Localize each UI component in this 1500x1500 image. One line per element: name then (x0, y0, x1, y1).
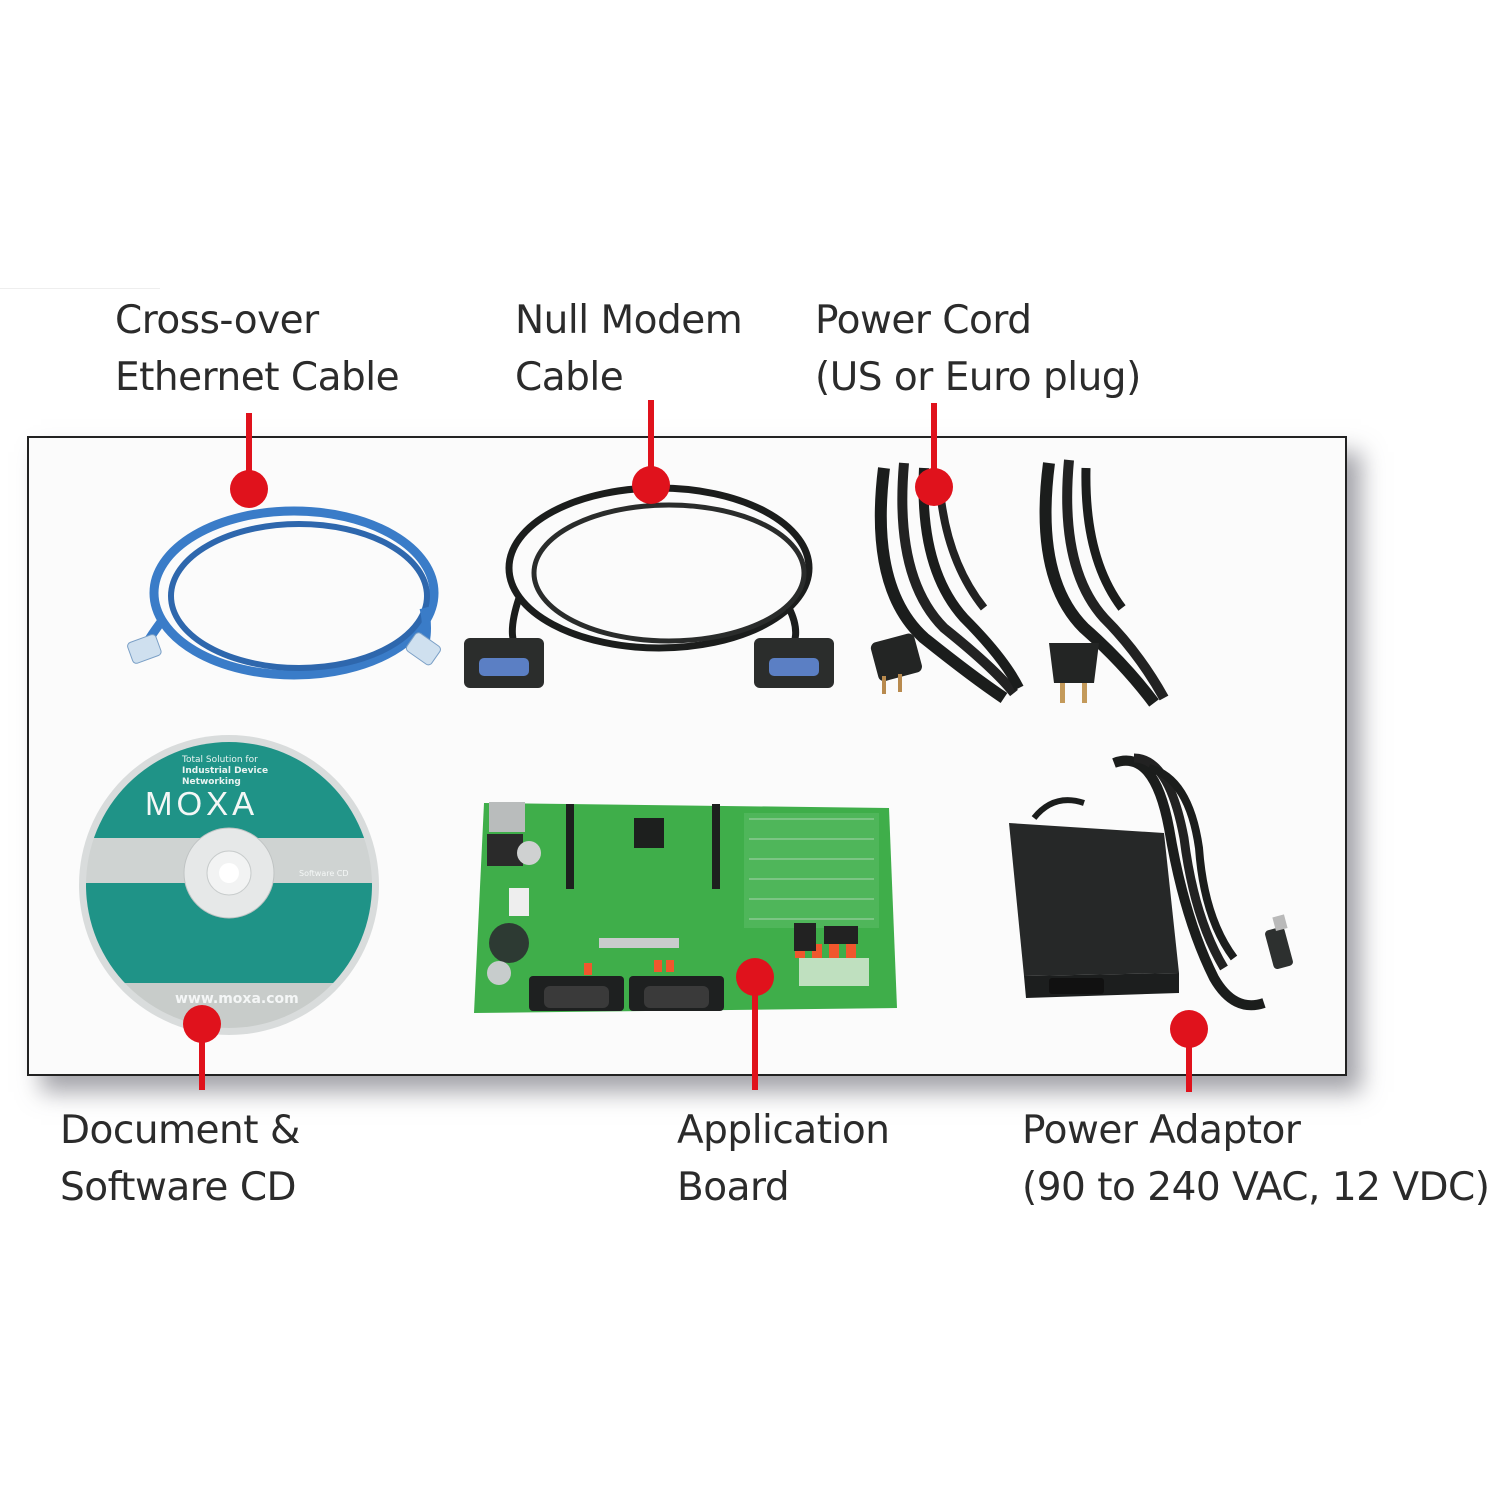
label-line: Null Modem (515, 298, 743, 343)
callout-dot-power-cord (915, 468, 953, 506)
label-line: Power Cord (815, 298, 1032, 343)
cd-tagline-line: Total Solution for (182, 755, 258, 765)
cd-tagline-line: Industrial Device (182, 766, 269, 776)
callout-line-power-cord (931, 403, 937, 488)
callout-dot-ethernet (230, 470, 268, 508)
label-line: (US or Euro plug) (815, 355, 1141, 400)
ethernet-cable-image (124, 498, 454, 698)
callout-line-board (752, 985, 758, 1090)
label-software-cd: Document & Software CD (60, 1102, 300, 1216)
label-power-adaptor: Power Adaptor (90 to 240 VAC, 12 VDC) (1022, 1102, 1490, 1216)
label-line: Board (677, 1165, 790, 1210)
label-line: Document & (60, 1108, 300, 1153)
cd-tagline: Total Solution for Industrial Device Net… (182, 755, 268, 788)
product-photo-frame: Total Solution for Industrial Device Net… (27, 436, 1347, 1076)
faint-rule (0, 288, 160, 289)
label-ethernet-cable: Cross-over Ethernet Cable (115, 292, 400, 406)
label-line: Power Adaptor (1022, 1108, 1301, 1153)
label-line: Cable (515, 355, 624, 400)
power-adaptor-image (994, 748, 1314, 1038)
null-modem-cable-icon (464, 484, 834, 688)
cd-url: www.moxa.com (175, 991, 299, 1007)
label-line: Ethernet Cable (115, 355, 400, 400)
callout-line-adaptor (1186, 1035, 1192, 1092)
application-board-image (469, 798, 899, 1028)
label-line: Cross-over (115, 298, 319, 343)
label-power-cord: Power Cord (US or Euro plug) (815, 292, 1141, 406)
null-modem-cable-image (459, 478, 839, 698)
cd-brand-logo: MOXA (145, 785, 259, 822)
pcb-board-icon (474, 802, 897, 1013)
label-application-board: Application Board (677, 1102, 890, 1216)
label-null-modem-cable: Null Modem Cable (515, 292, 743, 406)
callout-dot-null-modem (632, 466, 670, 504)
cd-tagline-line: Networking (182, 777, 241, 787)
power-adaptor-icon (1009, 753, 1293, 1011)
callout-line-null-modem (648, 400, 654, 485)
label-line: Software CD (60, 1165, 297, 1210)
label-line: (90 to 240 VAC, 12 VDC) (1022, 1165, 1490, 1210)
label-line: Application (677, 1108, 890, 1153)
software-cd-image: Total Solution for Industrial Device Net… (77, 733, 387, 1043)
callout-line-cd (199, 1030, 205, 1090)
cd-side-text: Software CD (299, 869, 349, 878)
ethernet-cable-icon (127, 506, 441, 680)
callout-line-ethernet (246, 413, 252, 488)
cd-icon (79, 735, 379, 1035)
